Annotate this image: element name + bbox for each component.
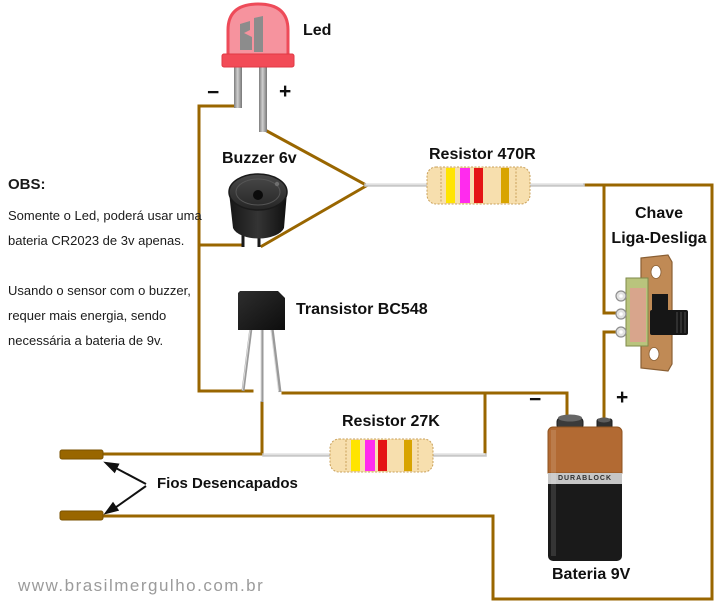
switch-slider-nub: [652, 294, 668, 314]
terminal-cap: [597, 417, 611, 423]
color-band: [378, 440, 387, 471]
leg-highlight: [242, 329, 251, 391]
battery-body: [547, 426, 623, 561]
battery-sheen: [551, 430, 556, 556]
battery-brand-text: DURABLOCK: [557, 475, 613, 482]
transistor-component: [238, 291, 285, 402]
resistor27k-label: Resistor 27K: [342, 413, 440, 430]
note-heading: OBS:: [8, 176, 46, 193]
color-band: [404, 440, 412, 471]
wires: [99, 104, 714, 601]
led-label: Led: [303, 22, 332, 39]
led-die-post: [254, 16, 263, 52]
buzzer-label: Buzzer 6v: [222, 150, 297, 167]
terminal-cap: [558, 414, 582, 422]
terminal-hole: [619, 330, 623, 334]
arrow-line-bottom: [111, 485, 147, 511]
led-plus-sign: +: [279, 80, 292, 103]
transistor-label: Transistor BC548: [296, 301, 428, 318]
transistor-body: [238, 291, 285, 330]
terminal-hole: [619, 294, 623, 298]
led-minus-sign: −: [207, 81, 220, 104]
arrowhead-top: [103, 461, 120, 474]
color-band: [446, 168, 455, 203]
buzzer-top-ring: [235, 178, 281, 206]
led-die-anvil: [240, 21, 252, 50]
arrowhead-bottom: [103, 501, 120, 515]
color-band: [460, 168, 470, 203]
battery-plus-sign: +: [616, 386, 629, 409]
led-leg-minus: [234, 66, 242, 108]
transistor-leg-left: [241, 327, 253, 392]
resistor470-component: [426, 166, 531, 205]
bare-wires-label: Fios Desencapados: [157, 475, 298, 492]
switch-mount-hole-top: [650, 265, 662, 279]
battery-copper-top: [547, 426, 623, 474]
leg-highlight: [270, 329, 279, 392]
note-line: bateria CR2023 de 3v apenas.: [8, 233, 185, 248]
wire-led-plus-diagonal: [262, 127, 369, 188]
wire-resistor-to-right-loop: [99, 183, 714, 601]
component-leads: [262, 183, 585, 457]
pointer-arrows: [103, 461, 147, 515]
wire-buzzer-right-diagonal: [259, 183, 369, 249]
led-leg-plus: [259, 66, 267, 132]
battery-silver-band: [548, 473, 622, 484]
wire-transistor-emitter-to-bare-wire: [99, 398, 264, 456]
color-band: [365, 440, 375, 471]
battery-component: [547, 414, 623, 561]
buzzer-sound-hole: [253, 190, 263, 200]
terminal-hole: [619, 312, 623, 316]
switch-body-face: [630, 288, 646, 342]
slider-ridges: [676, 312, 686, 333]
led-flange: [221, 53, 295, 68]
transistor-leg-right: [270, 327, 282, 393]
note-line: requer mais energia, sendo: [8, 308, 167, 323]
bare-wire-tip-bottom: [59, 510, 104, 521]
wire-switch-bottom-to-battery-plus: [602, 330, 618, 426]
buzzer-vent-dot: [274, 181, 280, 187]
color-band: [474, 168, 483, 203]
led-component: [221, 2, 295, 132]
note-line: Usando o sensor com o buzzer,: [8, 283, 191, 298]
buzzer-component: [228, 173, 288, 247]
battery-label: Bateria 9V: [552, 566, 631, 583]
color-band: [351, 440, 360, 471]
arrow-line-top: [111, 465, 147, 485]
resistor27k-component: [329, 438, 434, 473]
battery-black-bottom: [548, 484, 622, 561]
switch-slider: [650, 310, 688, 335]
switch-label-line2: Liga-Desliga: [611, 230, 707, 247]
lead-highlights: [264, 183, 583, 455]
watermark-url: www.brasilmergulho.com.br: [18, 576, 265, 595]
wire-led-minus-to-transistor: [197, 104, 254, 393]
battery-minus-sign: −: [529, 388, 542, 411]
resistor470-label: Resistor 470R: [429, 146, 536, 163]
note-line: necessária a bateria de 9v.: [8, 333, 164, 348]
switch-mount-hole-bottom: [648, 347, 660, 361]
wire-branch-to-switch-middle: [602, 184, 618, 315]
switch-component: [615, 254, 688, 372]
bare-wire-tip-top: [59, 449, 104, 460]
switch-label-line1: Chave: [634, 205, 684, 222]
wire-battery-minus-to-transistor: [281, 391, 569, 426]
note-line: Somente o Led, poderá usar uma: [8, 208, 202, 223]
color-band: [501, 168, 509, 203]
